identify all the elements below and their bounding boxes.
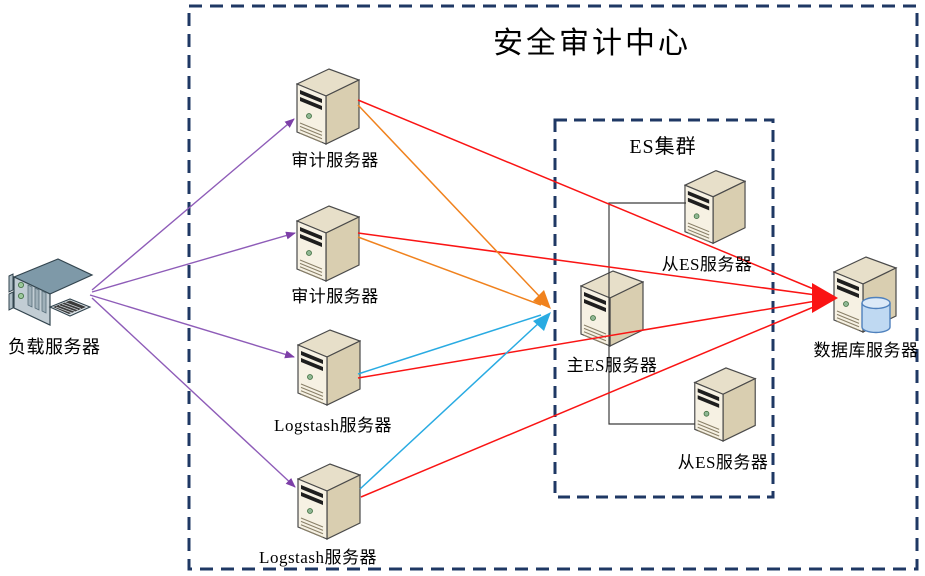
es-cluster-title: ES集群 bbox=[629, 136, 697, 158]
server-icon-master-es bbox=[579, 267, 645, 354]
database-cylinder-icon bbox=[861, 296, 891, 334]
server-icon-database bbox=[832, 254, 925, 341]
label-logstash-server-1: Logstash服务器 bbox=[274, 416, 392, 435]
server-icon-logstash-2 bbox=[296, 461, 362, 546]
label-slave-es-server-1: 从ES服务器 bbox=[661, 255, 753, 274]
server-icon-audit-1 bbox=[295, 66, 361, 151]
server-icon-slave-es-1 bbox=[683, 167, 747, 251]
cyan-arrows-to-master-es bbox=[357, 314, 542, 490]
orange-arrowhead bbox=[533, 290, 551, 309]
server-icon-logstash-1 bbox=[296, 327, 362, 412]
label-database-server: 数据库服务器 bbox=[813, 341, 919, 360]
label-audit-server-1: 审计服务器 bbox=[291, 151, 379, 170]
rack-server-icon bbox=[8, 258, 94, 326]
label-master-es-server: 主ES服务器 bbox=[566, 356, 658, 375]
orange-arrows-to-master-es bbox=[357, 104, 542, 306]
cyan-arrowhead bbox=[533, 312, 551, 331]
label-logstash-server-2: Logstash服务器 bbox=[259, 548, 377, 567]
tower-server-icon bbox=[295, 68, 361, 145]
server-icon-slave-es-2 bbox=[693, 365, 757, 448]
label-audit-server-2: 审计服务器 bbox=[291, 287, 379, 306]
purple-arrows-from-load bbox=[89, 118, 296, 488]
server-icon-load bbox=[6, 255, 96, 335]
label-slave-es-server-2: 从ES服务器 bbox=[677, 453, 769, 472]
server-icon-audit-2 bbox=[295, 203, 361, 288]
diagram-title: 安全审计中心 bbox=[493, 27, 691, 60]
label-load-server: 负载服务器 bbox=[8, 337, 101, 357]
